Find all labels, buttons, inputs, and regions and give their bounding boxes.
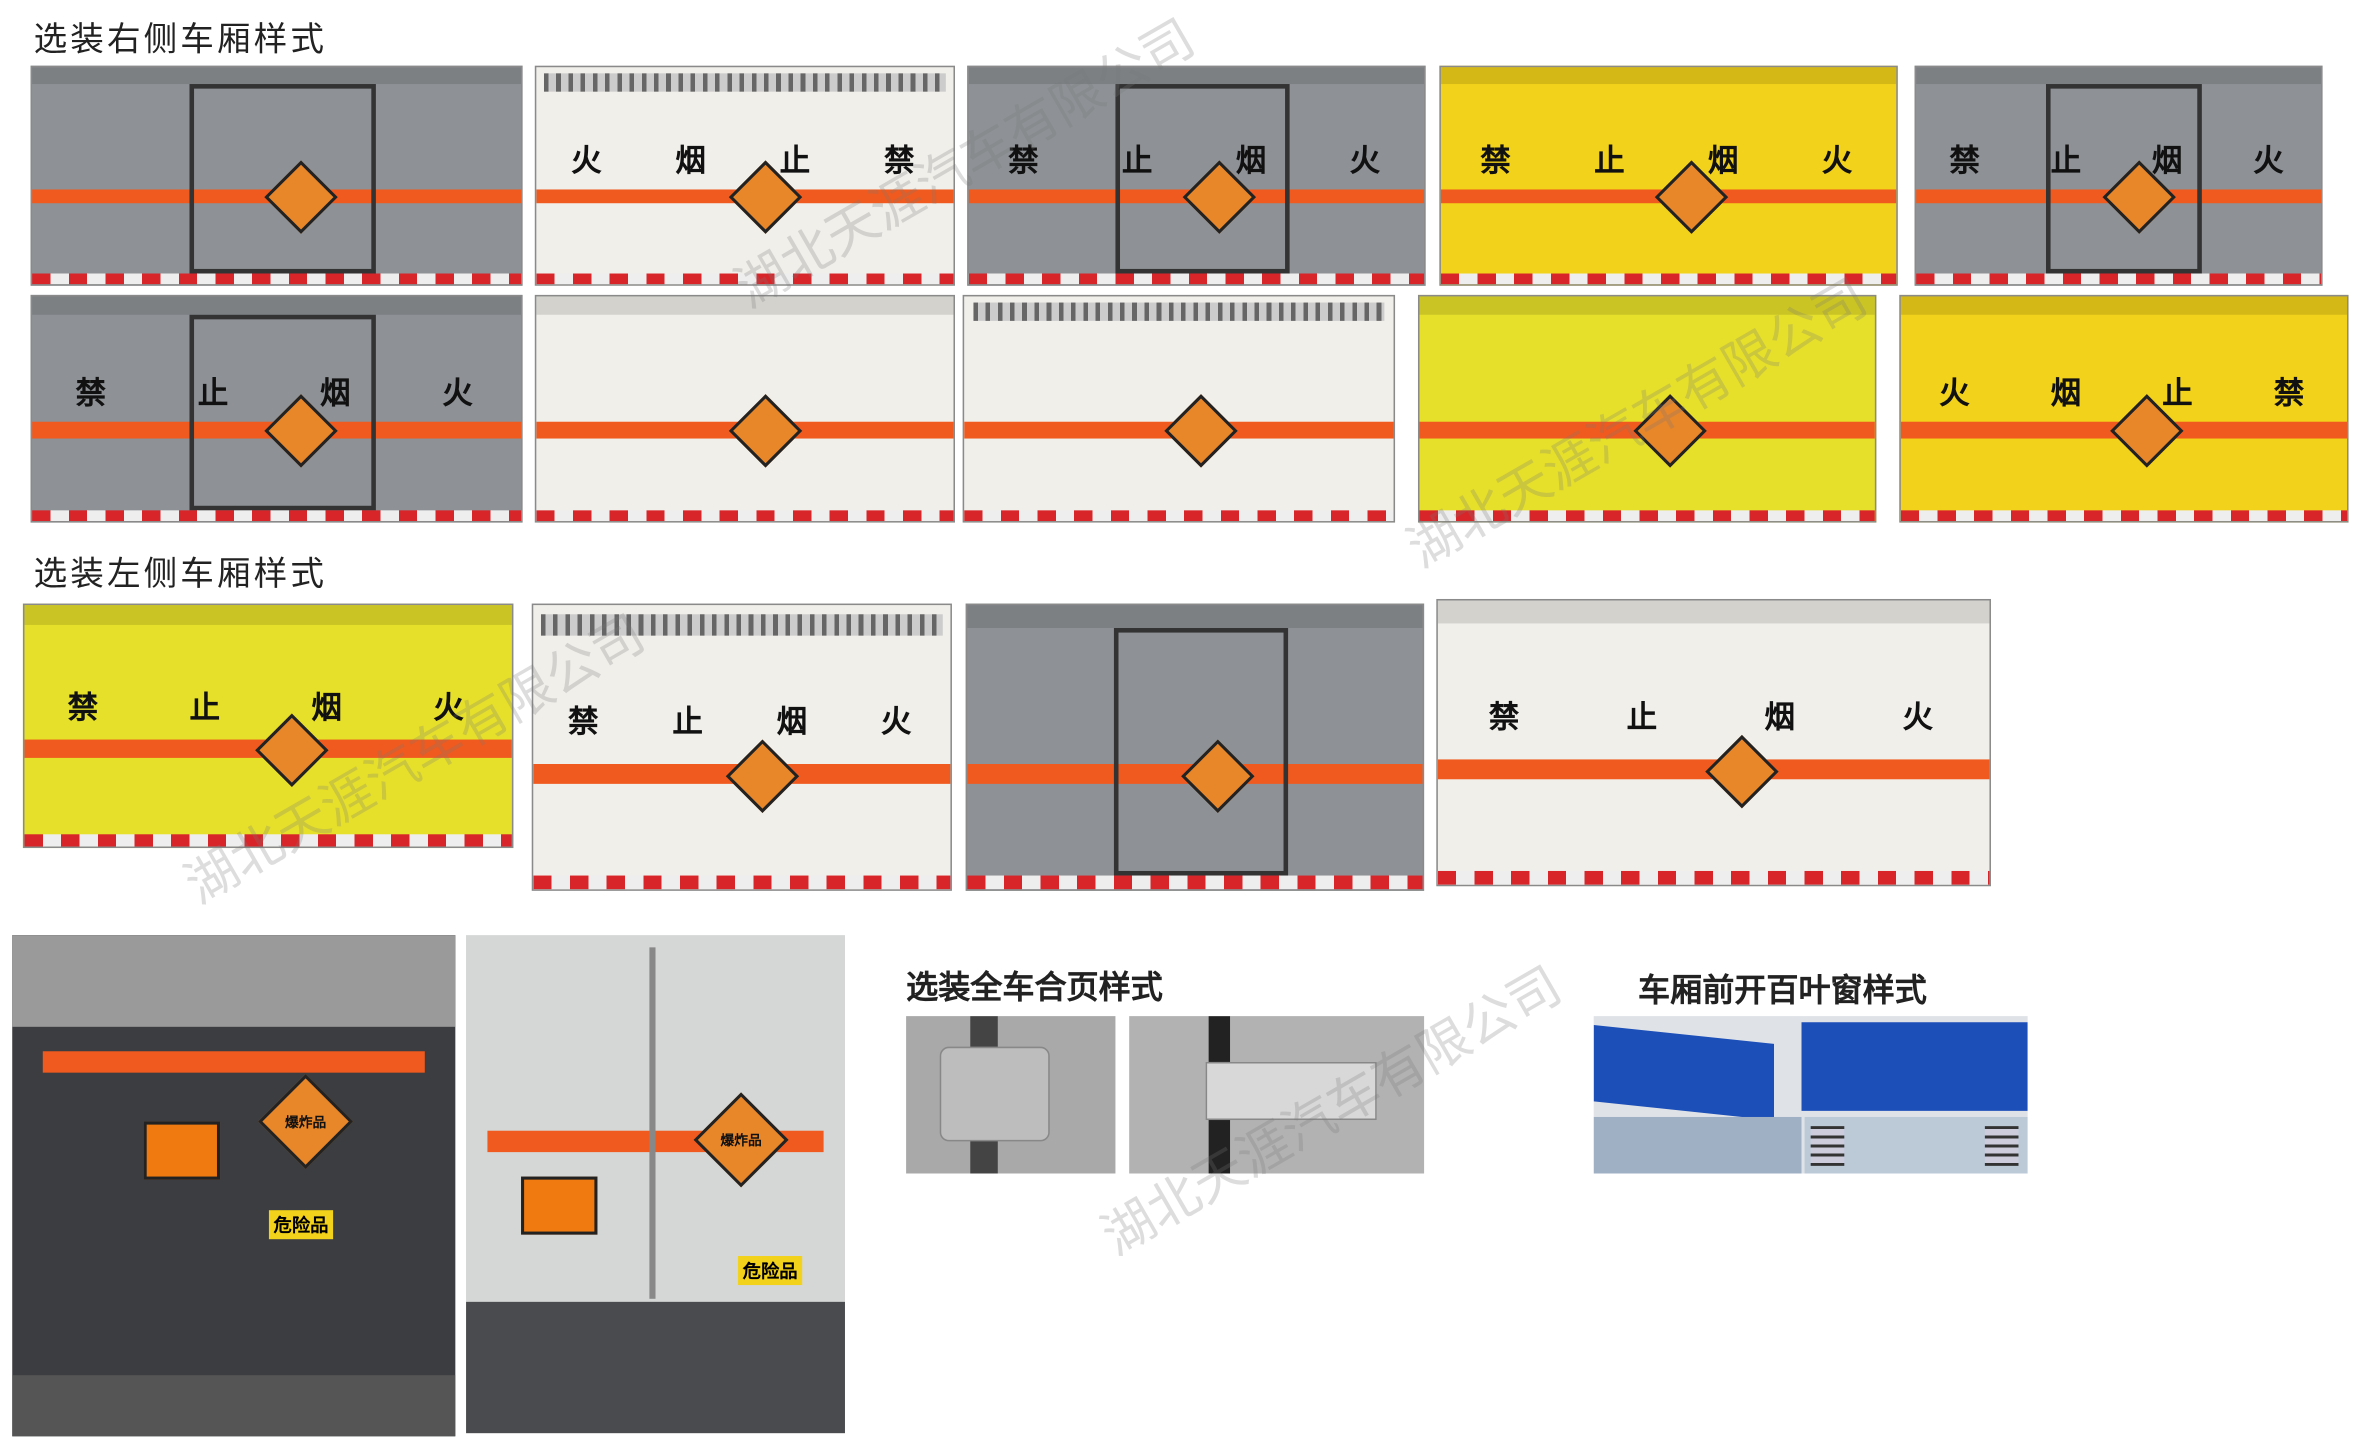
panel-word: 禁 [1488,697,1520,735]
panel-word: 火 [1349,142,1381,180]
panel-word: 火 [1902,697,1934,735]
panel-word: 烟 [675,142,706,180]
hinge-photo-1 [906,1016,1116,1174]
reflective-strip [1419,509,1875,522]
panel-word: 止 [1594,142,1625,180]
panel-word: 火 [571,142,602,180]
panel-word: 烟 [776,702,808,739]
panel-word: 烟 [2151,142,2183,180]
reflective-strip [536,509,954,522]
reflective-strip [964,509,1394,522]
panel-word: 禁 [75,374,107,412]
panel-word: 火 [433,688,464,726]
hazard-label: 危险品 [268,1210,334,1240]
panel-word: 禁 [1949,142,1980,180]
right-side-panel: 禁止烟火 [967,65,1426,286]
panel-word: 火 [442,374,473,412]
panel-word: 火 [1821,142,1853,180]
right-side-panel: 禁止烟火 [30,294,523,523]
louver-vent-icon [1810,1126,1845,1166]
panel-word: 禁 [883,142,915,180]
hazard-diamond-icon [1163,394,1238,468]
reflective-strip [24,834,512,847]
rear-photo-1: 爆炸品 危险品 [12,935,456,1437]
reflective-strip [967,875,1423,890]
right-side-panel: 火烟止禁 [534,65,955,286]
reflective-strip [533,875,951,890]
louver-vent-icon [1984,1126,2019,1166]
panel-word: 烟 [311,688,342,726]
panel-word: 止 [197,374,229,412]
heading-left-side: 选装左侧车厢样式 [33,556,328,595]
louver-icon [541,613,943,637]
left-side-panel: 禁止烟火 [22,603,514,849]
diamond-label: 爆炸品 [284,1116,327,1132]
panel-word: 禁 [2273,374,2305,412]
right-side-panel: 禁止烟火 [1439,65,1898,286]
panel-word: 烟 [1235,142,1267,180]
right-side-panel: 火烟止禁 [1899,294,2349,523]
louver-icon [544,73,946,92]
right-side-panel: 禁止烟火 [1914,65,2323,286]
hazard-diamond-icon [1704,734,1778,808]
reflective-strip [1900,509,2348,522]
reflective-strip [968,273,1425,285]
panel-word: 烟 [319,374,351,412]
panel-word: 止 [189,688,221,726]
louver-photo [1593,1016,2028,1174]
right-side-panel [534,294,955,523]
hazard-diamond-icon: 爆炸品 [693,1092,789,1188]
panel-word: 烟 [1764,697,1796,735]
reflective-strip [32,273,522,285]
rear-photo-2: 爆炸品 危险品 [466,935,845,1434]
panel-word: 烟 [1707,142,1739,180]
heading-louver: 车厢前开百叶窗样式 [1638,971,1927,1009]
panel-word: 止 [1626,697,1658,735]
panel-word: 火 [880,702,912,739]
hinge-photo-2 [1129,1016,1425,1174]
heading-hinge: 选装全车合页样式 [906,968,1163,1006]
reflective-strip [536,273,954,285]
panel-word: 禁 [1008,142,1039,180]
panel-word: 止 [1121,142,1153,180]
heading-right-side: 选装右侧车厢样式 [33,21,328,60]
right-side-panel [962,294,1396,523]
hazard-diamond-icon [729,394,803,468]
hazard-diamond-icon [725,738,800,813]
left-side-panel [965,603,1425,891]
panel-word: 禁 [568,702,599,739]
reflective-strip [32,509,522,522]
reflective-strip [1440,273,1897,285]
panel-word: 止 [2162,374,2193,412]
left-side-panel: 禁止烟火 [531,603,952,891]
panel-word: 止 [2050,142,2082,180]
louver-icon [972,303,1385,322]
panel-word: 止 [779,142,811,180]
panel-word: 禁 [67,688,99,726]
panel-word: 火 [2253,142,2284,180]
panel-word: 烟 [2050,374,2082,412]
right-side-panel [1417,294,1877,523]
hazard-diamond-icon [1633,394,1707,468]
hazard-diamond-icon: 爆炸品 [258,1074,354,1170]
diamond-label: 爆炸品 [720,1134,762,1150]
left-side-panel: 禁止烟火 [1436,598,1991,887]
reflective-strip [1916,273,2322,285]
right-side-panel [30,65,523,286]
panel-word: 禁 [1480,142,1511,180]
panel-word: 火 [1939,374,1970,412]
reflective-strip [1437,870,1990,885]
hazard-label: 危险品 [738,1256,803,1286]
panel-word: 止 [672,702,703,739]
